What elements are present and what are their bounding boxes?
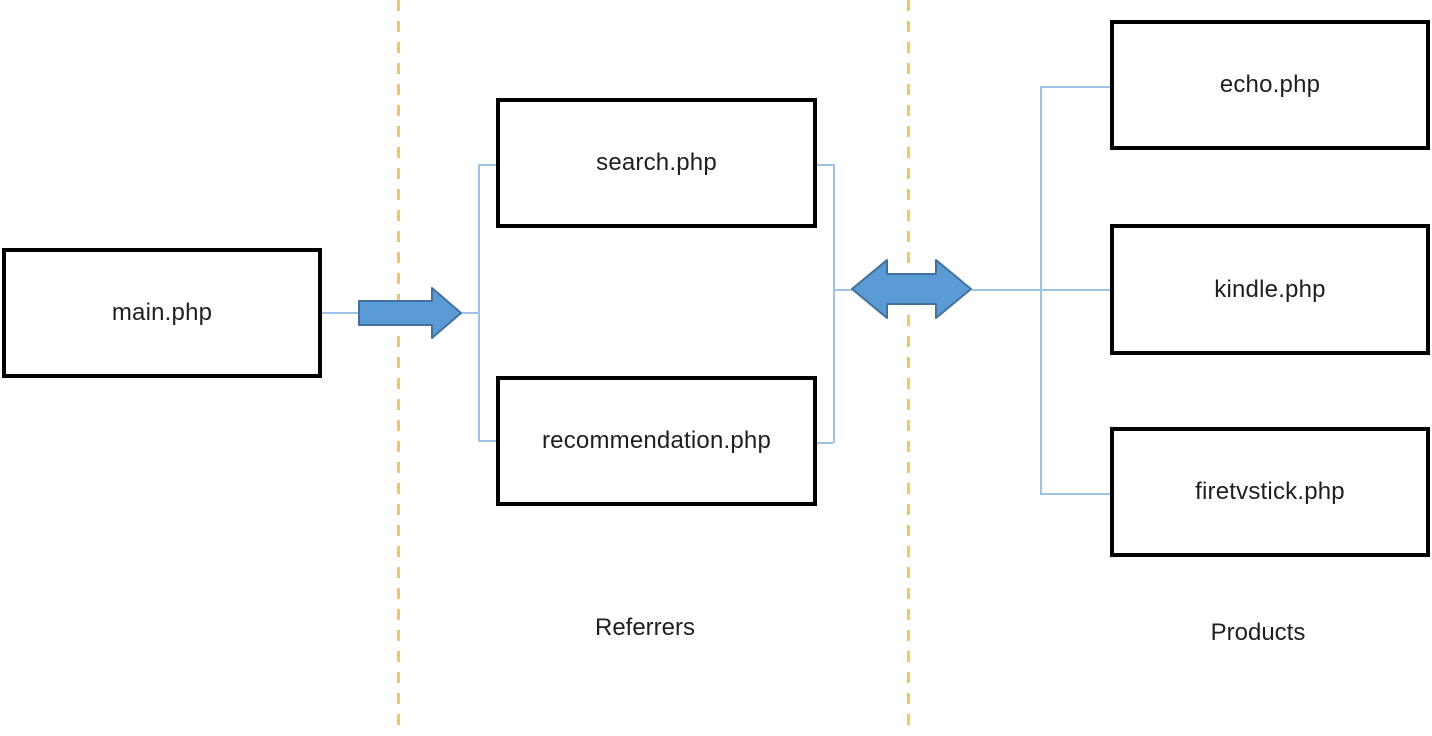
node-search-php: search.php [496, 98, 817, 228]
group-label-referrers: Referrers [594, 614, 696, 641]
bidirectional-arrow-icon [851, 259, 972, 319]
connector-stub-echo [1040, 86, 1110, 88]
connector-referrers-left-bracket [478, 164, 480, 441]
node-recommendation-php: recommendation.php [496, 376, 817, 506]
dashed-separator-right [907, 0, 910, 726]
connector-stub-search-left [478, 164, 497, 166]
node-label: kindle.php [1214, 275, 1326, 303]
connector-referrers-right-bracket [833, 164, 835, 443]
node-label: recommendation.php [541, 427, 772, 454]
node-label: search.php [596, 149, 717, 176]
connector-stub-recommendation-right [815, 442, 833, 444]
right-arrow-icon [358, 287, 462, 339]
node-kindle-php: kindle.php [1110, 224, 1430, 355]
connector-stub-firetvstick [1040, 493, 1110, 495]
connector-products-bracket [1040, 86, 1042, 494]
node-main-php: main.php [2, 248, 322, 378]
connector-stub-recommendation-left [478, 440, 497, 442]
node-label: main.php [111, 299, 213, 326]
node-label: echo.php [1219, 71, 1321, 98]
dashed-separator-left [397, 0, 400, 726]
node-firetvstick-php: firetvstick.php [1110, 427, 1430, 557]
connector-bracket-to-sync-arrow [833, 289, 852, 291]
node-echo-php: echo.php [1110, 20, 1430, 150]
group-label-products: Products [1210, 619, 1306, 646]
connector-stub-search-right [815, 164, 833, 166]
node-label: firetvstick.php [1195, 478, 1345, 505]
